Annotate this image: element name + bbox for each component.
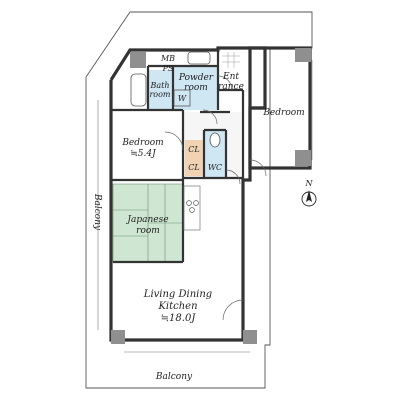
ps-label: PS [162, 64, 174, 73]
ldk-size: ≒18.0J [161, 313, 197, 324]
bedroom-west-size: ≒5.4J [130, 149, 157, 159]
balcony-south-label: Balcony [155, 372, 193, 382]
washer-box-icon [173, 89, 191, 107]
door-swings [164, 75, 267, 321]
powder-room-label: Powder [178, 73, 214, 83]
wc-label: WC [208, 163, 222, 172]
closet-1-label: CL [188, 145, 199, 154]
ldk-label-1: Living Dining [143, 289, 212, 300]
stove-icon [186, 200, 199, 213]
mb-label: MB [160, 54, 175, 63]
exterior-walls [109, 46, 312, 342]
compass-icon [301, 190, 317, 207]
ldk-label-2: Kitchen [157, 301, 197, 312]
bath-room-label-2: room [149, 90, 170, 99]
entrance-label-2: rance [218, 82, 244, 92]
column [130, 52, 146, 68]
washbasin-icon [187, 51, 211, 65]
closet-area-2 [185, 158, 203, 176]
powder-area [173, 66, 218, 110]
kitchen-counter [183, 185, 201, 231]
entrance-floor [222, 52, 240, 68]
bedroom-east-label: Bedroom [262, 108, 304, 118]
window-lines [97, 60, 313, 353]
compass-label: N [305, 179, 314, 188]
wc-area [204, 130, 226, 178]
column [295, 48, 311, 62]
toilet-icon [209, 132, 221, 148]
closet-area-1 [185, 140, 203, 158]
column [111, 330, 125, 344]
japanese-room-label: Japanese [125, 215, 168, 225]
powder-room-label-2: room [184, 83, 208, 93]
bath-room-label: Bath [149, 81, 169, 90]
entrance-label: Ent [222, 72, 239, 82]
bathtub-icon [130, 73, 147, 107]
bedroom-west-label: Bedroom [121, 138, 163, 148]
washer-label: W [178, 94, 187, 103]
closet-2-label: CL [188, 163, 199, 172]
column [243, 330, 257, 344]
japanese-room-label-2: room [136, 226, 160, 236]
column [295, 150, 311, 166]
bath-area [148, 70, 173, 110]
balcony-west-label: Balcony [92, 193, 102, 231]
